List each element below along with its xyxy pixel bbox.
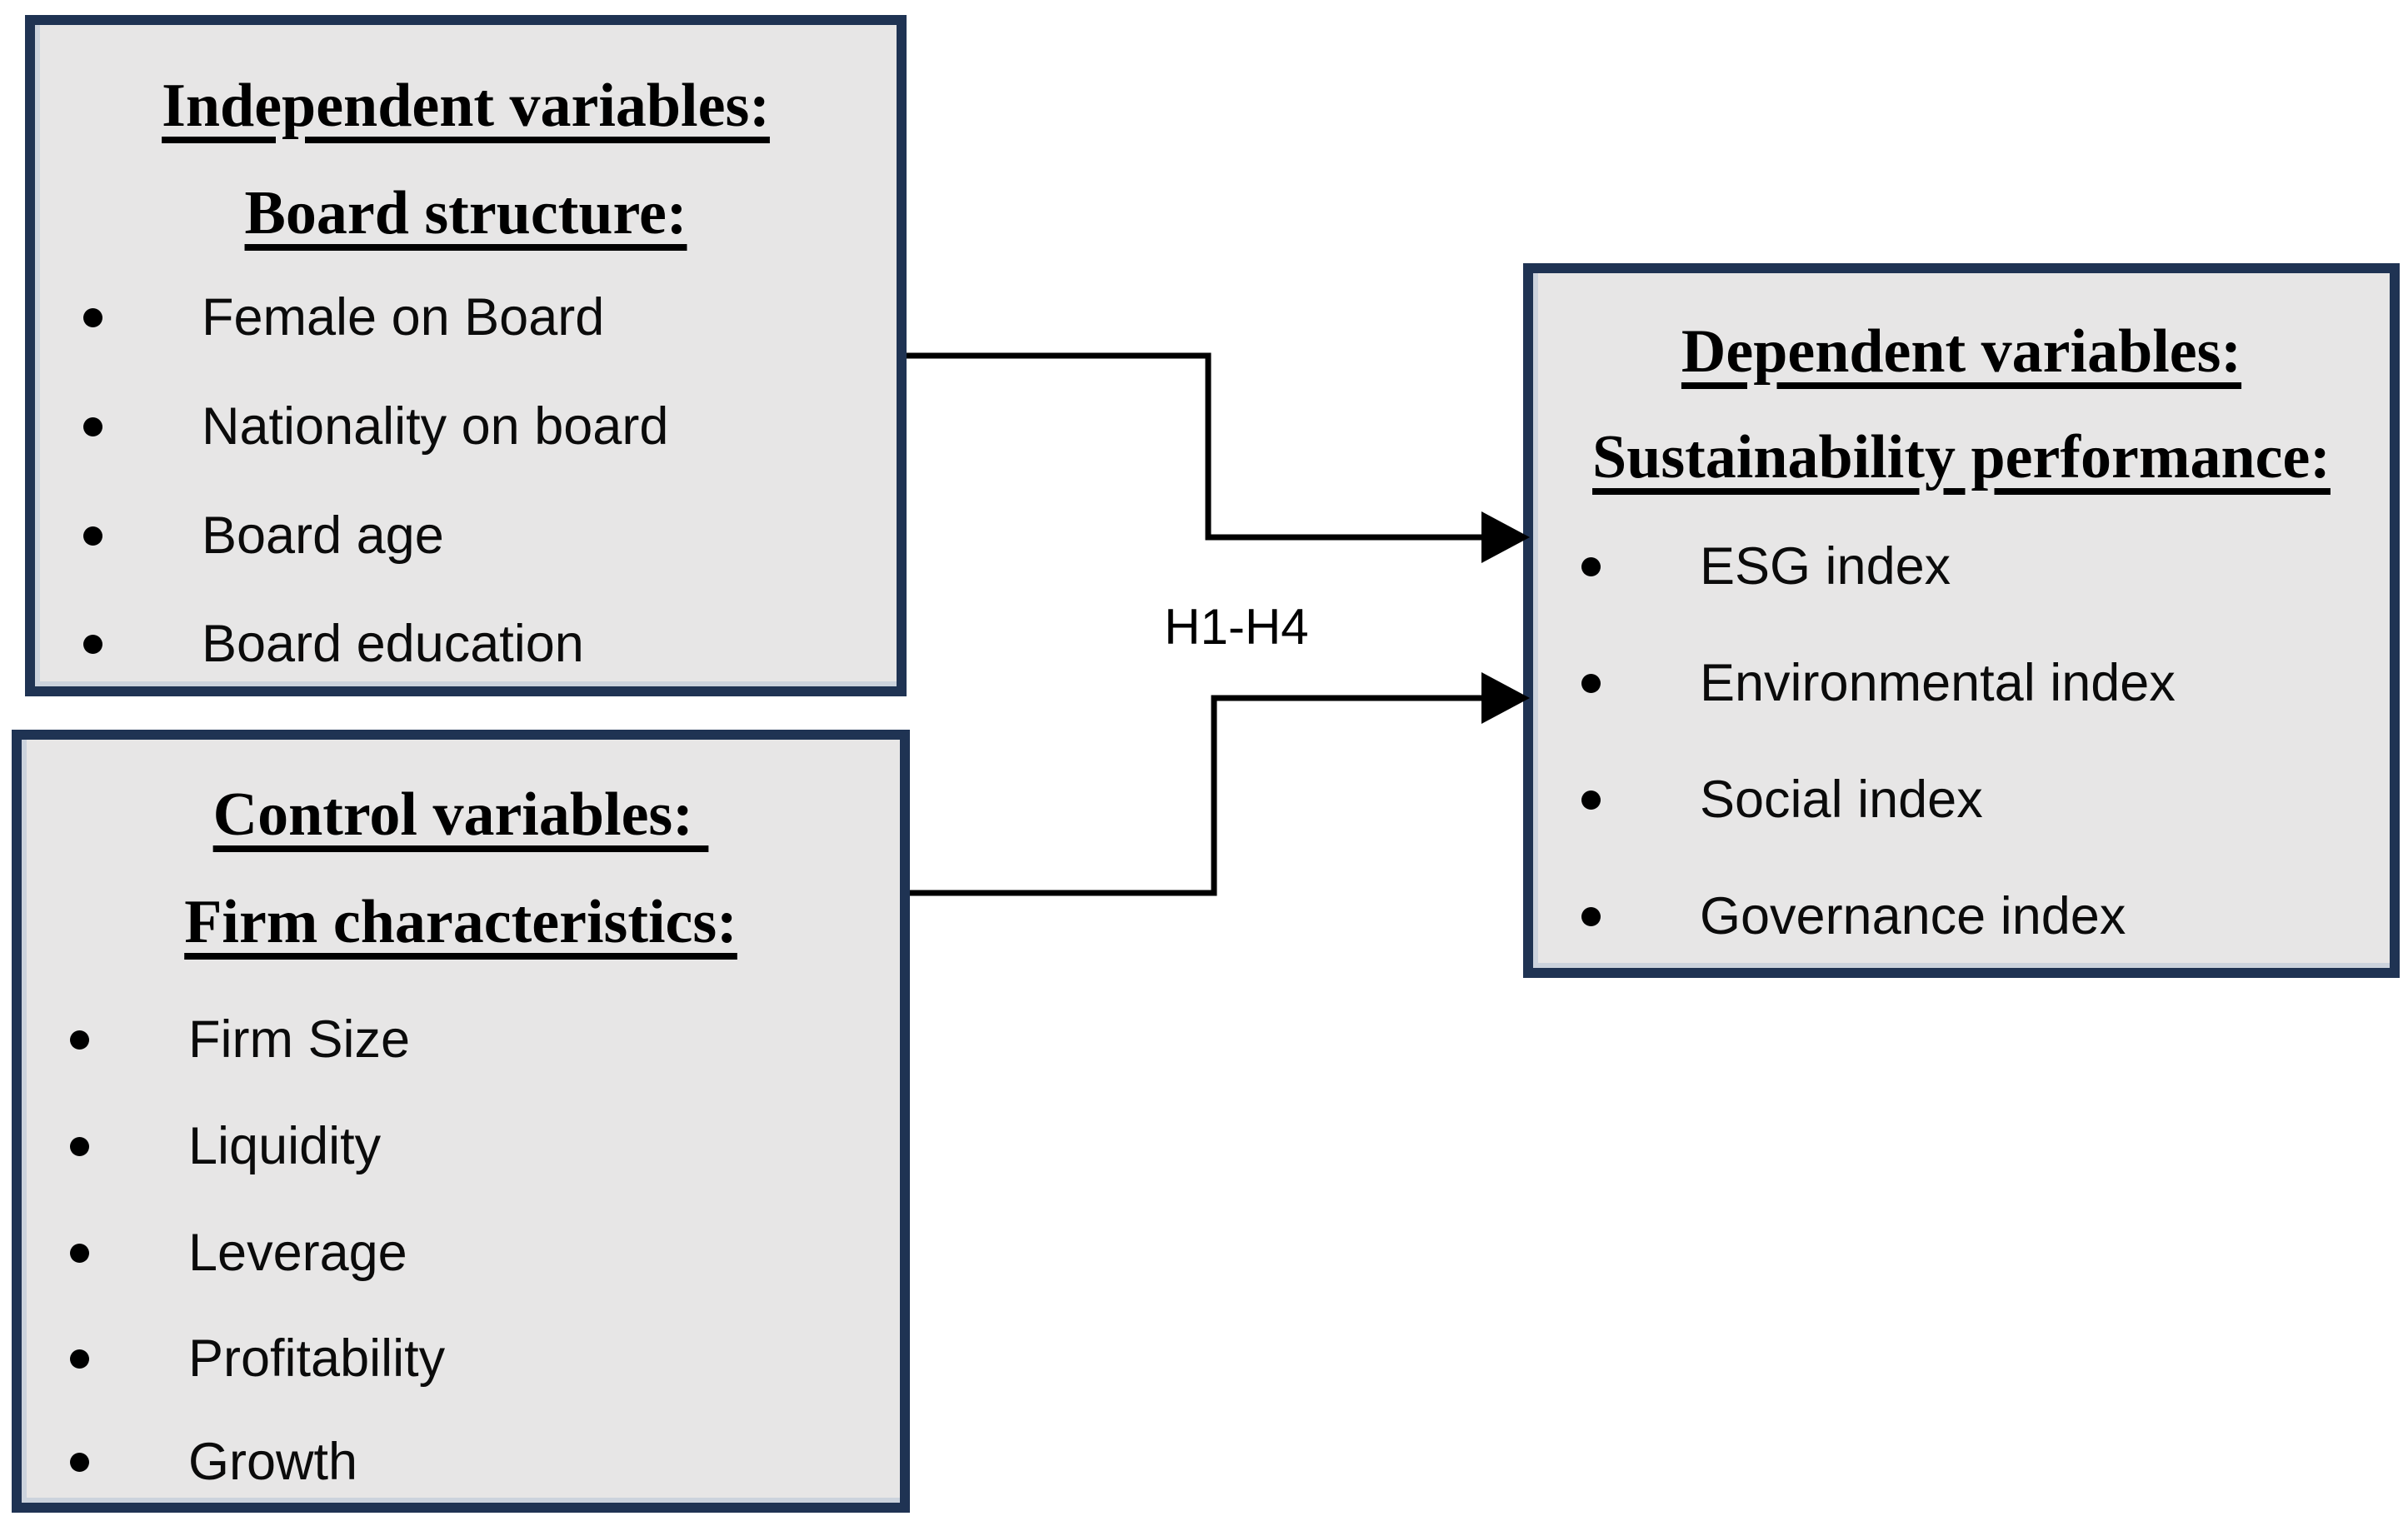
bullet-icon [1581,790,1601,810]
box-title-row: Control variables: [22,765,900,865]
item-label: Leverage [188,1224,407,1282]
list-item: Environmental index [1533,633,2390,733]
item-label: Environmental index [1700,654,2176,712]
list-item: Nationality on board [35,377,897,476]
item-label: Board age [202,506,444,565]
item-label: Social index [1700,770,1983,829]
list-item: Firm Size [22,990,900,1090]
item-label: ESG index [1700,537,1951,596]
control-title: Control variables: [212,780,709,849]
control-subtitle: Firm characteristics: [184,887,737,956]
bullet-icon [83,526,102,546]
box-subtitle-row: Board structure: [35,163,897,263]
item-label: Firm Size [188,1010,410,1069]
item-label: Nationality on board [202,397,669,456]
bullet-icon [70,1137,89,1156]
bullet-icon [70,1030,89,1050]
list-item: Liquidity [22,1096,900,1196]
box-title-row: Independent variables: [35,56,897,156]
bullet-icon [83,635,102,654]
bullet-icon [83,417,102,436]
bullet-icon [70,1349,89,1369]
list-item: Leverage [22,1203,900,1303]
box-title-row: Dependent variables: [1533,302,2390,401]
list-item: Social index [1533,750,2390,850]
bullet-icon [83,308,102,327]
list-item: Governance index [1533,866,2390,966]
dependent-subtitle: Sustainability performance: [1592,422,2331,491]
item-label: Growth [188,1433,358,1491]
dependent-variables-box: Dependent variables: Sustainability perf… [1523,263,2400,978]
independent-to-dependent-connector [907,352,1486,541]
list-item: Board age [35,486,897,586]
box-subtitle-row: Sustainability performance: [1533,407,2390,507]
list-item: Female on Board [35,267,897,367]
bullet-icon [70,1453,89,1472]
list-item: ESG index [1533,516,2390,616]
item-label: Board education [202,615,584,673]
independent-variables-box: Independent variables: Board structure: … [25,15,907,696]
hypothesis-label: H1-H4 [1164,599,1309,655]
bullet-icon [1581,674,1601,693]
item-label: Profitability [188,1329,446,1388]
independent-subtitle: Board structure: [244,178,687,247]
bullet-icon [1581,907,1601,926]
dependent-title: Dependent variables: [1681,317,2242,386]
bullet-icon [70,1244,89,1263]
box-subtitle-row: Firm characteristics: [22,872,900,972]
list-item: Profitability [22,1309,900,1409]
control-to-dependent-connector [910,695,1486,896]
item-label: Liquidity [188,1117,382,1175]
item-label: Governance index [1700,887,2126,945]
item-label: Female on Board [202,288,605,347]
list-item: Board education [35,594,897,694]
list-item: Growth [22,1412,900,1512]
independent-title: Independent variables: [162,71,770,140]
control-variables-box: Control variables: Firm characteristics:… [12,730,910,1513]
bullet-icon [1581,557,1601,576]
